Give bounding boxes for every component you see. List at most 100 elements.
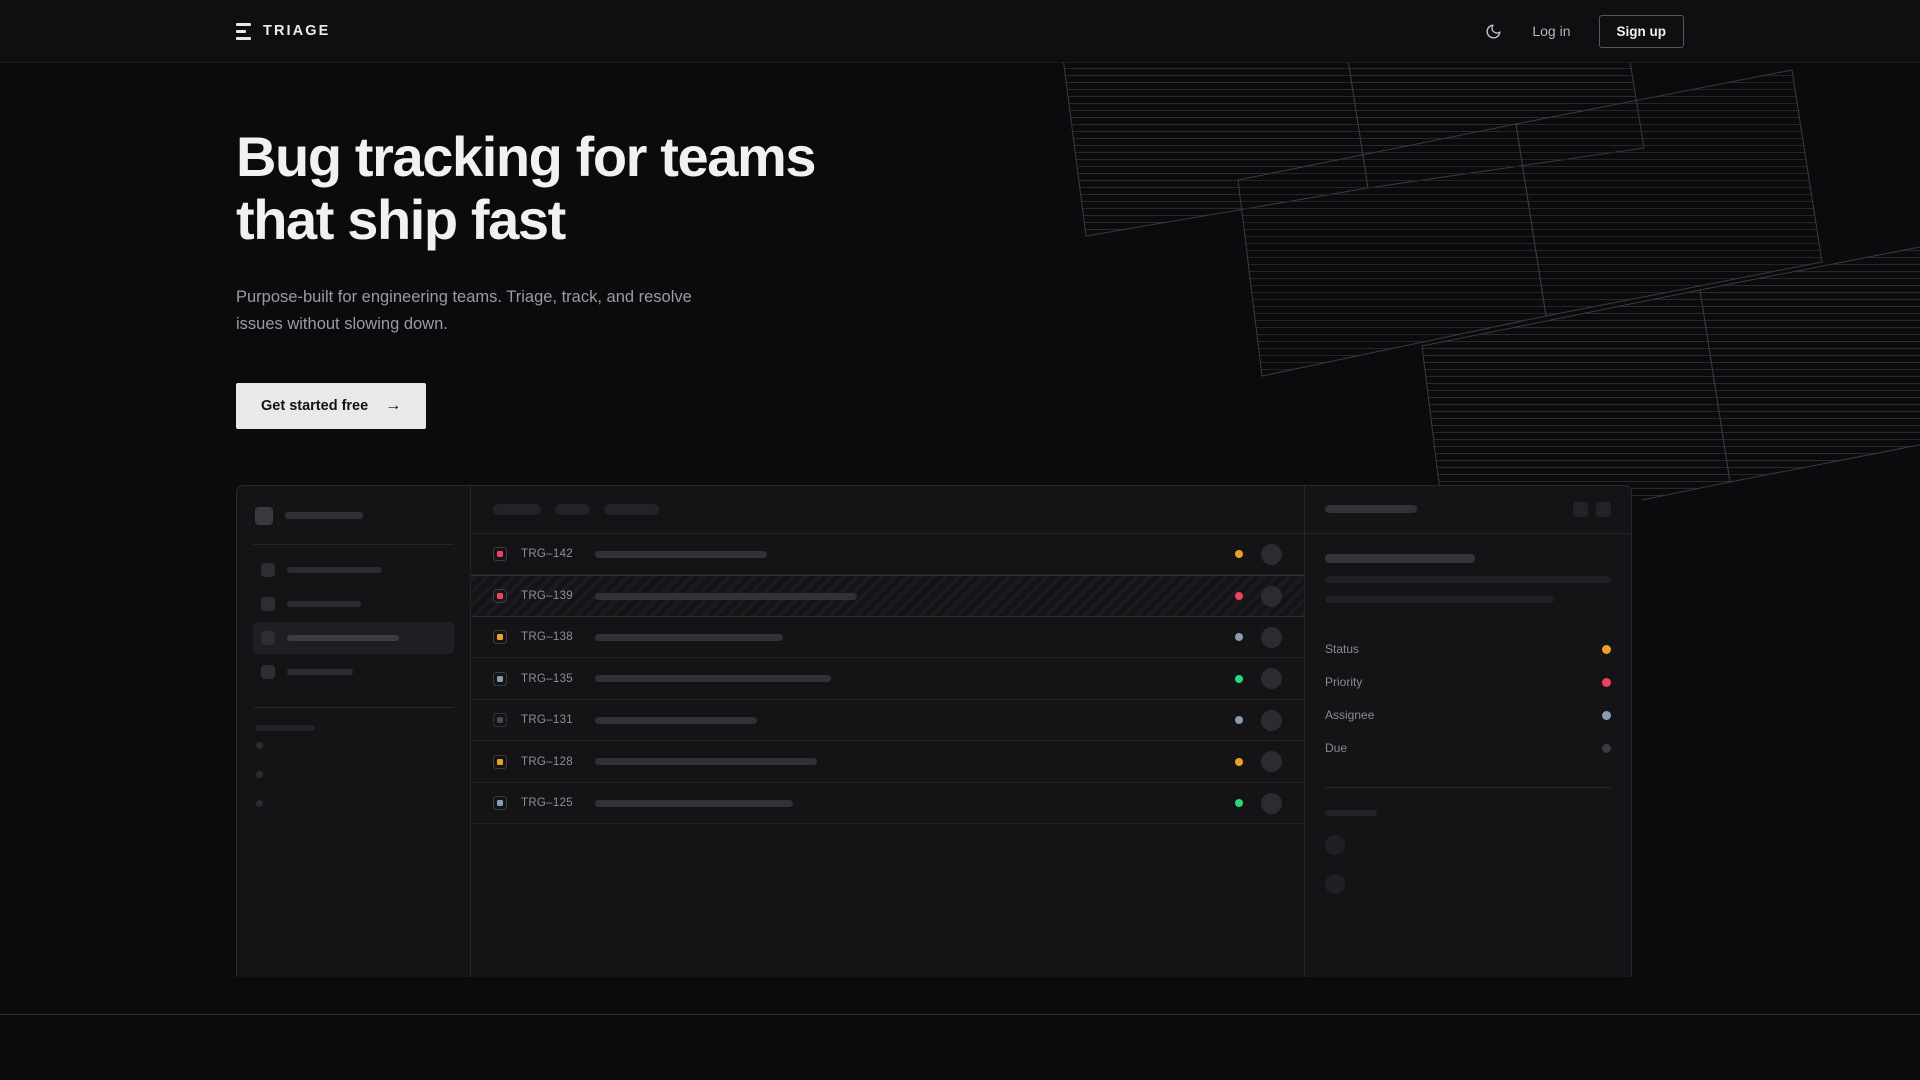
priority-indicator-icon (493, 547, 507, 562)
meta-label: Status (1325, 642, 1360, 657)
meta-row-due[interactable]: Due (1325, 732, 1611, 765)
sidebar-item-icon (261, 630, 275, 645)
status-badge (1235, 757, 1243, 766)
avatar (1261, 585, 1282, 607)
table-row[interactable]: TRG–142 (471, 534, 1304, 576)
sidebar-section (253, 708, 454, 818)
avatar (1261, 709, 1282, 731)
status-badge (1235, 550, 1243, 559)
sidebar-item-1[interactable] (253, 554, 454, 586)
filter-chip-3[interactable] (604, 503, 659, 515)
detail-description-line-1 (1325, 575, 1611, 583)
priority-indicator-icon (493, 754, 507, 769)
avatar (1261, 751, 1282, 773)
table-row[interactable]: TRG–139 (471, 575, 1304, 617)
sidebar-item-icon (261, 664, 275, 679)
sidebar-item-2[interactable] (253, 588, 454, 620)
meta-row-assignee[interactable]: Assignee (1325, 699, 1611, 732)
sidebar-divider-top (253, 543, 454, 545)
activity-avatar-1 (1325, 834, 1345, 855)
sidebar-item-3[interactable] (253, 621, 454, 654)
sidebar-item-label-skeleton (287, 566, 382, 573)
sidebar-mini-dot-icon (256, 741, 263, 749)
priority-indicator-icon (493, 671, 507, 686)
detail-divider (1325, 786, 1611, 788)
get-started-button[interactable]: Get started free → (236, 382, 427, 429)
page-title: Bug tracking for teams that ship fast (236, 125, 956, 251)
meta-label: Assignee (1325, 708, 1375, 723)
status-badge (1235, 716, 1243, 725)
avatar (1261, 543, 1282, 565)
avatar (1261, 626, 1282, 648)
meta-value-dot (1602, 743, 1611, 753)
brand-name: TRIAGE (263, 23, 331, 39)
sidebar-item-icon (261, 562, 275, 577)
issue-id: TRG–125 (521, 797, 573, 810)
filter-chip-1[interactable] (493, 503, 541, 515)
filter-chip-2[interactable] (555, 503, 590, 515)
issue-title-skeleton (595, 799, 793, 807)
status-badge (1235, 674, 1243, 683)
issue-title-skeleton (595, 550, 767, 558)
workspace-name-skeleton (285, 512, 363, 520)
signup-button[interactable]: Sign up (1598, 14, 1684, 48)
sidebar-mini-dot-icon (256, 799, 263, 807)
sidebar-mini-item-3[interactable] (253, 789, 454, 818)
detail-activity-list (1325, 834, 1611, 894)
moon-icon[interactable] (1482, 20, 1504, 42)
priority-indicator-icon (493, 713, 507, 728)
detail-activity-label-skeleton (1325, 809, 1377, 816)
table-row[interactable]: TRG–131 (471, 700, 1304, 742)
priority-indicator-icon (493, 796, 507, 811)
sidebar-mini-item-2[interactable] (253, 760, 454, 789)
table-row[interactable]: TRG–128 (471, 741, 1304, 783)
table-row[interactable]: TRG–138 (471, 617, 1304, 659)
hero-section: Bug tracking for teams that ship fast Pu… (0, 63, 1920, 429)
brand-logo[interactable]: TRIAGE (236, 22, 331, 40)
app-sidebar (237, 485, 471, 977)
arrow-right-icon: → (385, 396, 402, 414)
issue-title-skeleton (595, 633, 783, 641)
priority-indicator-icon (493, 630, 507, 645)
detail-header (1305, 486, 1631, 534)
table-row[interactable]: TRG–125 (471, 783, 1304, 825)
issue-title-skeleton (595, 716, 757, 724)
nav-actions: Log in Sign up (1482, 14, 1684, 48)
issue-list-toolbar (471, 486, 1304, 534)
meta-row-status[interactable]: Status (1325, 633, 1611, 666)
workspace-avatar (255, 506, 273, 525)
sidebar-item-label-skeleton (287, 600, 361, 607)
status-badge (1235, 592, 1243, 601)
meta-value-dot (1602, 677, 1611, 687)
meta-value-dot (1602, 644, 1611, 654)
login-link[interactable]: Log in (1532, 23, 1571, 39)
detail-description-line-2 (1325, 595, 1554, 603)
sidebar-mini-item-1[interactable] (253, 731, 454, 760)
hero-heading-line-2: that ship fast (236, 187, 566, 251)
sidebar-item-icon (261, 596, 275, 611)
detail-action-button-2[interactable] (1596, 501, 1611, 517)
issue-title-skeleton (595, 592, 857, 600)
workspace-switcher[interactable] (253, 503, 454, 525)
meta-row-priority[interactable]: Priority (1325, 666, 1611, 699)
sidebar-item-4[interactable] (253, 656, 454, 688)
hero-subtitle: Purpose-built for engineering teams. Tri… (236, 288, 692, 334)
triage-bars-logo-icon (236, 22, 251, 40)
meta-label: Due (1325, 741, 1348, 756)
sidebar-item-label-skeleton (287, 634, 399, 641)
activity-avatar-2 (1325, 873, 1345, 894)
issue-id: TRG–135 (521, 672, 573, 685)
sidebar-mini-list (253, 731, 454, 818)
sidebar-item-label-skeleton (287, 668, 353, 675)
detail-action-button-1[interactable] (1573, 501, 1588, 517)
table-row[interactable]: TRG–135 (471, 658, 1304, 700)
detail-title-skeleton (1325, 505, 1417, 514)
issue-id: TRG–142 (521, 548, 573, 561)
